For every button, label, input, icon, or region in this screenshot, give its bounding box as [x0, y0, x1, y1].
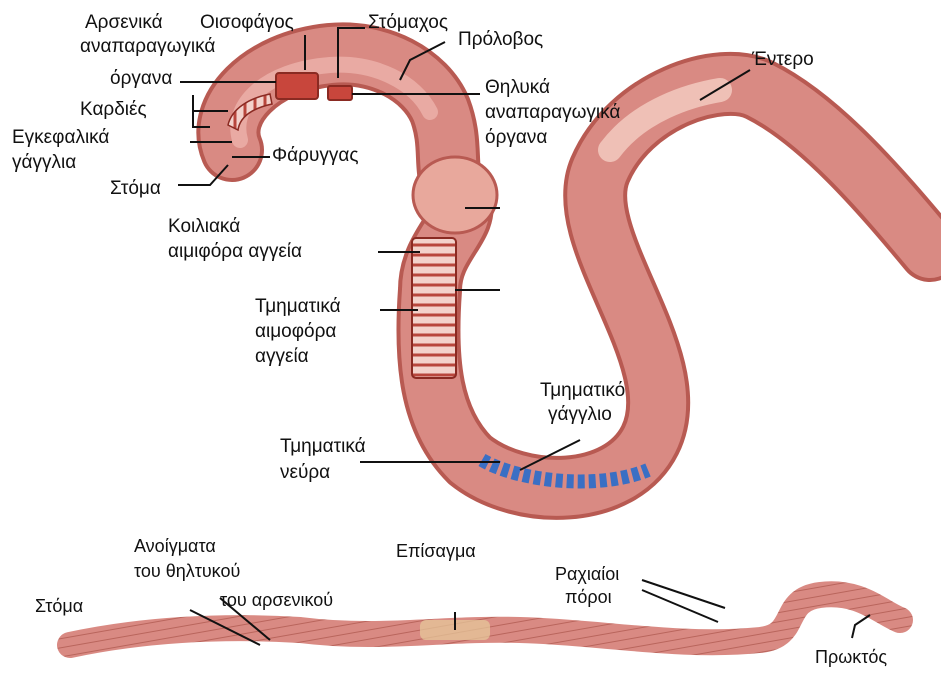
label-intestine: Έντερο [751, 49, 814, 70]
label-segmental-nerves-2: νεύρα [280, 462, 330, 483]
label-female-openings-1: Ανοίγματα [134, 536, 216, 556]
label-mouth-top: Στόμα [110, 178, 161, 199]
label-segmental-ganglion-1: Τμηματικό [540, 380, 625, 401]
label-female-organs-3: όργανα [485, 127, 547, 148]
worm-external [70, 594, 900, 645]
label-segmental-ganglion-2: γάγγλιο [548, 404, 612, 425]
label-pharynx: Φάρυγγας [272, 145, 358, 166]
label-ventral-vessels-2: αιμιφόρα αγγεία [168, 241, 302, 262]
label-cerebral-ganglia-1: Εγκεφαλικά [12, 127, 109, 148]
label-female-organs-1: Θηλυκά [485, 77, 550, 98]
label-male-openings: του αρσενικού [220, 590, 333, 610]
label-crop: Πρόλοβος [458, 29, 543, 50]
label-female-organs-2: αναπαραγωγικά [485, 102, 620, 123]
label-setae-1: Ραχιαίοι [555, 564, 619, 584]
label-ventral-vessels-1: Κοιλιακά [168, 216, 240, 237]
label-male-organs-3: όργανα [110, 68, 172, 89]
label-cerebral-ganglia-2: γάγγλια [12, 152, 76, 173]
label-esophagus: Οισοφάγος [200, 12, 294, 33]
crop-organ [413, 157, 497, 233]
segmental-vessels-ladder [412, 238, 456, 378]
label-hearts: Καρδιές [80, 99, 147, 120]
label-segmental-vessels-1: Τμηματικά [255, 296, 341, 317]
label-anus: Πρωκτός [815, 647, 887, 667]
label-male-organs-2: αναπαραγωγικά [80, 36, 215, 57]
male-reproductive-organ [276, 73, 318, 99]
label-setae-2: πόροι [565, 587, 612, 607]
label-segmental-vessels-2: αιμοφόρα [255, 321, 336, 342]
label-clitellum: Επίσαγμα [396, 541, 476, 561]
female-reproductive-organ [328, 86, 352, 100]
label-segmental-nerves-1: Τμηματικά [280, 436, 366, 457]
label-male-organs-1: Αρσενικά [85, 12, 163, 33]
label-segmental-vessels-3: αγγεία [255, 346, 309, 367]
label-stomach: Στόμαχος [368, 12, 448, 33]
label-female-openings-2: του θηλτυκού [134, 561, 240, 581]
label-mouth-bottom: Στόμα [35, 596, 83, 616]
